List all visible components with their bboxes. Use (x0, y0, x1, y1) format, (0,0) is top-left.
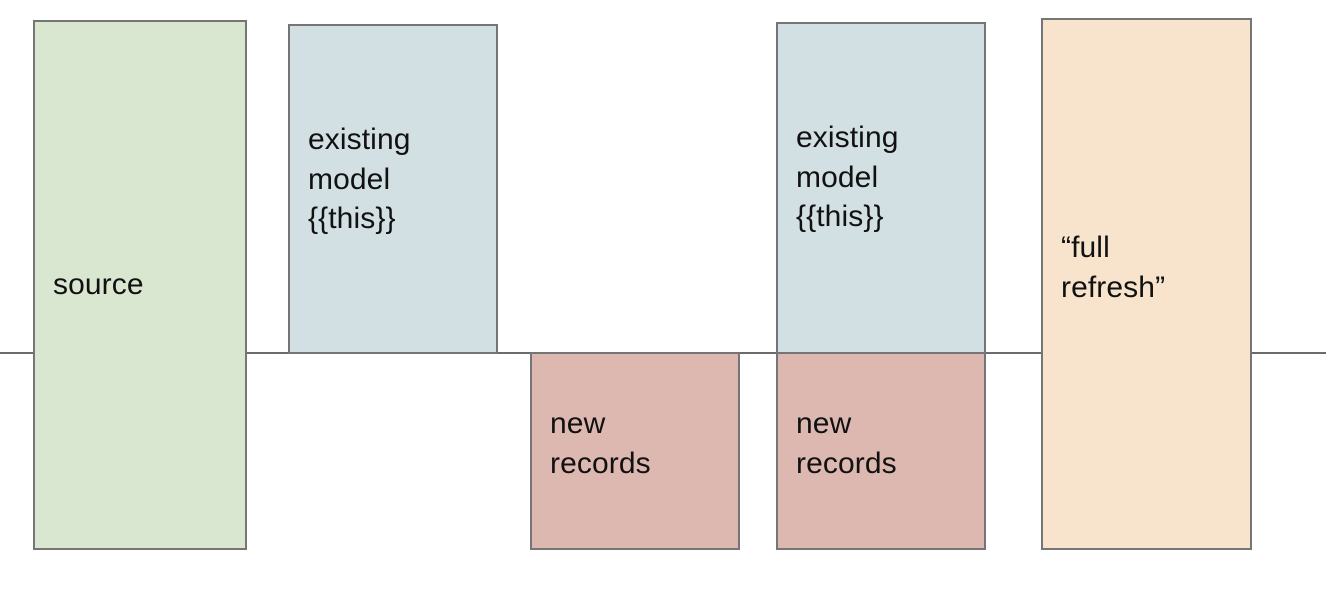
block-new-records-1-label: new records (550, 407, 651, 480)
block-full-refresh[interactable]: “full refresh” (1041, 18, 1252, 550)
block-new-records-2[interactable]: new records (776, 352, 986, 550)
block-existing-model-2-label: existing model {{this}} (796, 121, 899, 234)
block-new-records-1[interactable]: new records (530, 352, 740, 550)
block-existing-model-1-label: existing model {{this}} (308, 123, 411, 236)
block-source[interactable]: source (33, 20, 247, 550)
block-existing-model-2[interactable]: existing model {{this}} (776, 22, 986, 354)
block-full-refresh-label: “full refresh” (1061, 231, 1166, 304)
block-source-label: source (53, 268, 144, 302)
block-new-records-2-label: new records (796, 407, 897, 480)
block-existing-model-1[interactable]: existing model {{this}} (288, 24, 498, 354)
